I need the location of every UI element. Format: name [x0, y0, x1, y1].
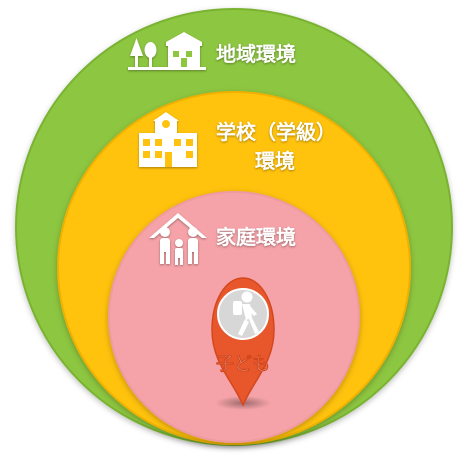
- family-house-icon: [149, 213, 207, 265]
- child-label: 子ども: [216, 354, 270, 375]
- walking-child-icon: [233, 291, 259, 336]
- town-icon: [128, 32, 206, 70]
- school-label-line2: 環境: [255, 149, 295, 173]
- school-label-line1: 学校（学級）: [216, 120, 336, 144]
- school-building-icon: [139, 112, 197, 167]
- home-label: 家庭環境: [216, 225, 296, 249]
- community-label: 地域環境: [216, 42, 296, 66]
